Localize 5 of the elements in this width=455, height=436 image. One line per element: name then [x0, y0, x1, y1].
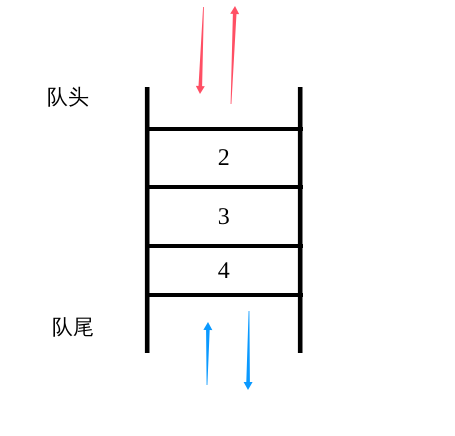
cell-number: 4 [218, 258, 230, 282]
queue-end-label: 队尾 [52, 316, 94, 340]
cell-number: 2 [218, 146, 230, 170]
queue-end-label: 队头 [47, 86, 89, 110]
cell-number: 3 [218, 204, 230, 228]
